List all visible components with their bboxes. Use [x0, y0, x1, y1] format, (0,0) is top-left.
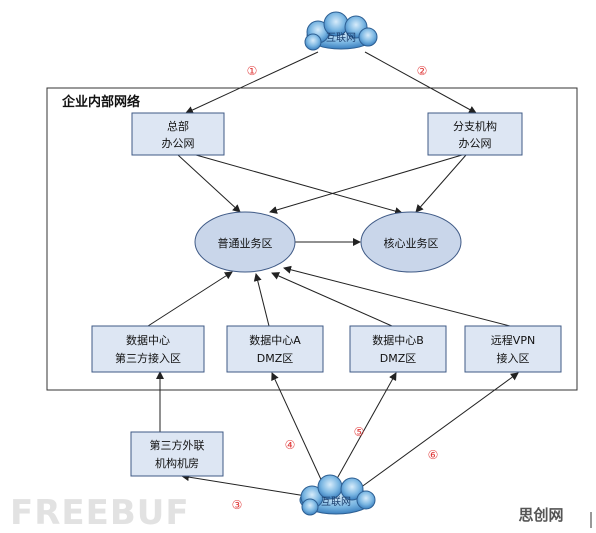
arrow-dmz-b-to-general [271, 272, 393, 327]
arrow-vpn-to-general [283, 265, 511, 327]
enterprise-network-label: 企业内部网络 [61, 94, 140, 110]
path-number-1: ① [247, 64, 258, 78]
internet-cloud-top: 互联网 [304, 11, 378, 51]
arrow-internet-to-dmz-a [271, 372, 325, 487]
remote-vpn-zone-node: 远程VPN 接入区 [464, 325, 562, 373]
enterprise-network-boundary [46, 87, 578, 391]
vpn-label-line2: 接入区 [497, 352, 530, 365]
arrow-branch-to-core [415, 154, 467, 213]
freebuf-watermark: FREEBUF [10, 493, 190, 533]
arrow-hq-to-general [177, 154, 241, 213]
dc-a-dmz-node: 数据中心A DMZ区 [226, 325, 324, 373]
dc-third-label-line1: 数据中心 [126, 333, 170, 347]
path-number-4: ④ [285, 438, 296, 452]
third-room-label-line2: 机构机房 [155, 456, 199, 470]
cloud-label-bottom: 互联网 [321, 496, 351, 508]
path-number-2: ② [417, 64, 428, 78]
dc-third-label-line2: 第三方接入区 [115, 351, 181, 365]
branch-office-node: 分支机构 办公网 [427, 112, 523, 156]
arrow-dc-third-to-general [147, 271, 233, 327]
hq-label-line2: 办公网 [162, 137, 195, 150]
path-number-5: ⑤ [354, 425, 365, 439]
site-watermark: 思创网 [518, 506, 563, 524]
arrow-branch-to-general [269, 154, 463, 214]
dc-third-party-zone-node: 数据中心 第三方接入区 [91, 325, 205, 373]
cloud-icon [304, 11, 378, 51]
branch-label-line1: 分支机构 [453, 119, 497, 133]
arrow-internet-to-hq [185, 51, 319, 114]
third-party-machine-room-node: 第三方外联 机构机房 [130, 431, 224, 477]
hq-office-node: 总部 办公网 [131, 112, 225, 156]
third-room-label-line1: 第三方外联 [150, 438, 205, 452]
vpn-label-line1: 远程VPN [491, 334, 535, 347]
dmz-b-label-line1: 数据中心B [372, 333, 424, 347]
core-business-zone-node: 核心业务区 [360, 211, 462, 273]
arrow-internet-to-third-room [181, 473, 307, 497]
general-business-zone-node: 普通业务区 [194, 211, 296, 273]
branch-label-line2: 办公网 [459, 137, 492, 150]
arrow-internet-to-branch [364, 51, 477, 114]
path-number-6: ⑥ [428, 448, 439, 462]
arrow-hq-to-core [195, 154, 403, 215]
cloud-icon [299, 474, 376, 516]
dmz-b-label-line2: DMZ区 [380, 352, 417, 365]
path-number-3: ③ [232, 498, 243, 512]
dmz-a-label-line1: 数据中心A [249, 333, 301, 347]
connection-arrows [147, 51, 519, 497]
hq-label-line1: 总部 [167, 119, 189, 133]
dmz-a-label-line2: DMZ区 [257, 352, 294, 365]
arrow-dmz-a-to-general [253, 273, 270, 327]
cloud-label-top: 互联网 [326, 32, 356, 44]
internet-cloud-bottom: 互联网 [299, 474, 376, 516]
general-zone-label: 普通业务区 [218, 236, 273, 250]
arrow-internet-to-vpn [359, 372, 519, 489]
dc-b-dmz-node: 数据中心B DMZ区 [349, 325, 447, 373]
core-zone-label: 核心业务区 [384, 236, 439, 250]
arrow-internet-to-dmz-b [333, 372, 397, 485]
